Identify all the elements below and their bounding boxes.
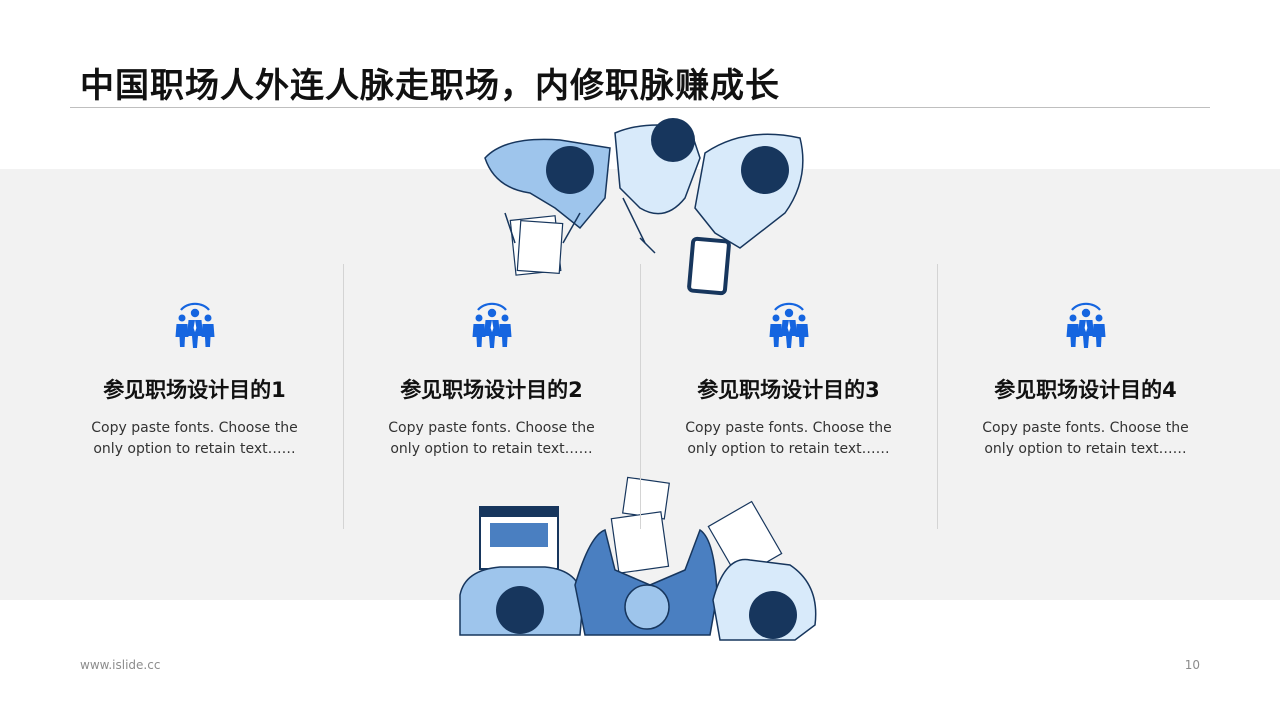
column-title: 参见职场设计目的4 [994, 378, 1177, 402]
column-description: Copy paste fonts. Choose the only option… [388, 420, 595, 457]
page-number: 10 [1184, 658, 1200, 672]
column-divider [343, 264, 344, 529]
title-underline [70, 107, 1210, 108]
footer-url[interactable]: www.islide.cc [80, 658, 161, 672]
team-people-icon [1066, 302, 1105, 348]
column-description: Copy paste fonts. Choose the only option… [685, 420, 892, 457]
column-description: Copy paste fonts. Choose the only option… [91, 420, 298, 457]
info-column-2: 参见职场设计目的2 Copy paste fonts. Choose the o… [343, 300, 640, 460]
column-title: 参见职场设计目的1 [103, 378, 286, 402]
info-column-4: 参见职场设计目的4 Copy paste fonts. Choose the o… [937, 300, 1234, 460]
top-people-illustration [484, 118, 804, 296]
team-people-icon [472, 302, 511, 348]
column-title: 参见职场设计目的2 [400, 378, 583, 402]
team-people-icon [769, 302, 808, 348]
slide-title: 中国职场人外连人脉走职场，内修职脉赚成长 [80, 66, 780, 106]
info-column-3: 参见职场设计目的3 Copy paste fonts. Choose the o… [640, 300, 937, 460]
team-people-icon [175, 302, 214, 348]
column-description: Copy paste fonts. Choose the only option… [982, 420, 1189, 457]
column-divider [640, 264, 641, 529]
column-title: 参见职场设计目的3 [697, 378, 880, 402]
column-divider [937, 264, 938, 529]
info-column-1: 参见职场设计目的1 Copy paste fonts. Choose the o… [46, 300, 343, 460]
bottom-people-illustration [459, 476, 817, 641]
